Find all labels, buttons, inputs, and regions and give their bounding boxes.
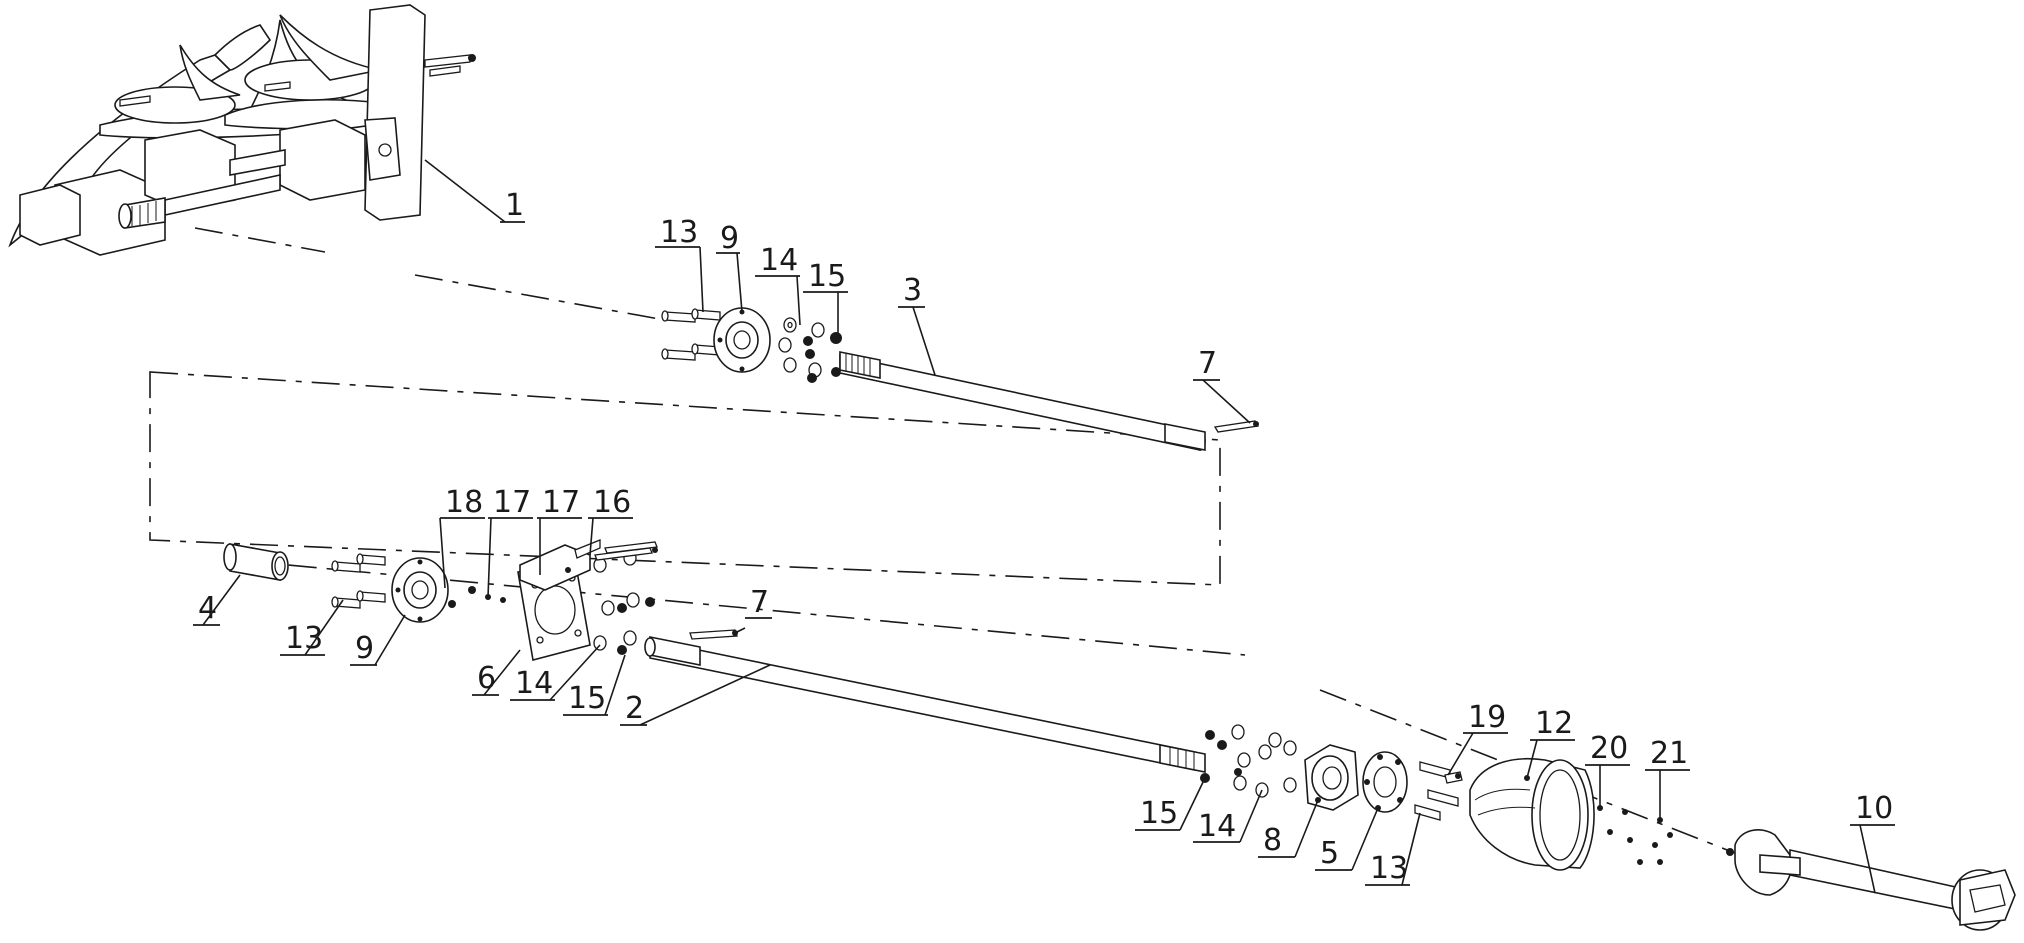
callout-18: 18 [440, 485, 485, 520]
callout-labels: 1 13 9 14 15 3 7 18 17 17 16 4 13 9 7 6 … [193, 188, 1895, 886]
pin-lower [689, 629, 738, 640]
callout-label: 6 [477, 661, 496, 696]
callout-label: 18 [445, 485, 483, 520]
lower-bolts [331, 553, 386, 609]
callout-label: 17 [493, 485, 531, 520]
right-driveline-group [1200, 724, 2016, 931]
callout-9: 9 [350, 631, 377, 666]
callout-17: 17 [488, 485, 533, 520]
callout-label: 1 [505, 188, 524, 223]
callout-6: 6 [472, 661, 499, 696]
bed-bolts [119, 54, 476, 107]
flange-5 [1362, 751, 1408, 813]
callout-label: 13 [1370, 851, 1408, 886]
callout-label: 16 [593, 485, 631, 520]
callout-label: 15 [568, 681, 606, 716]
callout-9: 9 [716, 221, 740, 256]
callout-label: 14 [515, 666, 553, 701]
callout-label: 20 [1590, 731, 1628, 766]
callout-2: 2 [620, 691, 647, 726]
callout-15: 15 [563, 681, 608, 716]
callout-label: 9 [720, 221, 739, 256]
sleeve-4 [223, 543, 289, 581]
assembly-path-lines [149, 227, 1741, 856]
bracket-16 [519, 539, 601, 591]
callout-3: 3 [898, 273, 925, 308]
callout-4: 4 [193, 591, 220, 626]
callout-label: 9 [355, 631, 374, 666]
upper-bolts [661, 308, 721, 361]
callout-15: 15 [803, 259, 848, 294]
callout-7: 7 [1193, 346, 1220, 381]
guard-cone-12 [1469, 758, 1595, 871]
right-washers-nuts [1200, 724, 1297, 798]
callout-20: 20 [1585, 731, 1630, 766]
callout-15: 15 [1135, 796, 1180, 831]
leader-lines [202, 159, 1876, 894]
callout-label: 15 [808, 259, 846, 294]
callout-label: 14 [1198, 809, 1236, 844]
callout-label: 4 [198, 591, 217, 626]
callout-1: 1 [500, 188, 525, 223]
callout-13: 13 [1365, 851, 1410, 886]
lower-shaft [644, 636, 1206, 773]
callout-21: 21 [1645, 736, 1690, 771]
callout-label: 13 [285, 621, 323, 656]
callout-7: 7 [745, 585, 772, 620]
callout-label: 12 [1535, 706, 1573, 741]
callout-13: 13 [655, 215, 700, 250]
callout-16: 16 [588, 485, 633, 520]
pin-upper [1213, 420, 1260, 433]
callout-14: 14 [755, 243, 800, 278]
callout-label: 21 [1650, 736, 1688, 771]
right-bolts [1414, 761, 1463, 821]
upper-washers-nuts [778, 317, 842, 383]
lower-shaft-group [223, 539, 1206, 773]
callout-label: 13 [660, 215, 698, 250]
callout-10: 10 [1850, 791, 1895, 826]
lower-washers-nuts [593, 541, 658, 655]
bearing-flange-upper [713, 307, 771, 373]
callout-label: 15 [1140, 796, 1178, 831]
callout-8: 8 [1258, 823, 1295, 858]
callout-5: 5 [1315, 836, 1352, 871]
callout-label: 7 [1198, 346, 1217, 381]
callout-label: 5 [1320, 836, 1339, 871]
bearing-flange-lower [391, 557, 449, 623]
callout-12: 12 [1530, 706, 1575, 741]
upper-shaft-group [661, 307, 1260, 451]
callout-label: 19 [1468, 700, 1506, 735]
callout-17: 17 [537, 485, 582, 520]
mower-bed-assembly [8, 4, 476, 256]
callout-label: 2 [625, 691, 644, 726]
callout-label: 17 [542, 485, 580, 520]
callout-label: 8 [1263, 823, 1282, 858]
callout-label: 10 [1855, 791, 1893, 826]
callout-14: 14 [510, 666, 555, 701]
bearing-flange-8 [1304, 744, 1359, 811]
callout-label: 7 [750, 585, 769, 620]
callout-13: 13 [280, 621, 325, 656]
callout-label: 3 [903, 273, 922, 308]
callout-14: 14 [1193, 809, 1240, 844]
pto-shaft-10 [1726, 829, 2016, 931]
upper-shaft [839, 351, 1206, 451]
callout-label: 14 [760, 243, 798, 278]
callout-19: 19 [1463, 700, 1508, 735]
